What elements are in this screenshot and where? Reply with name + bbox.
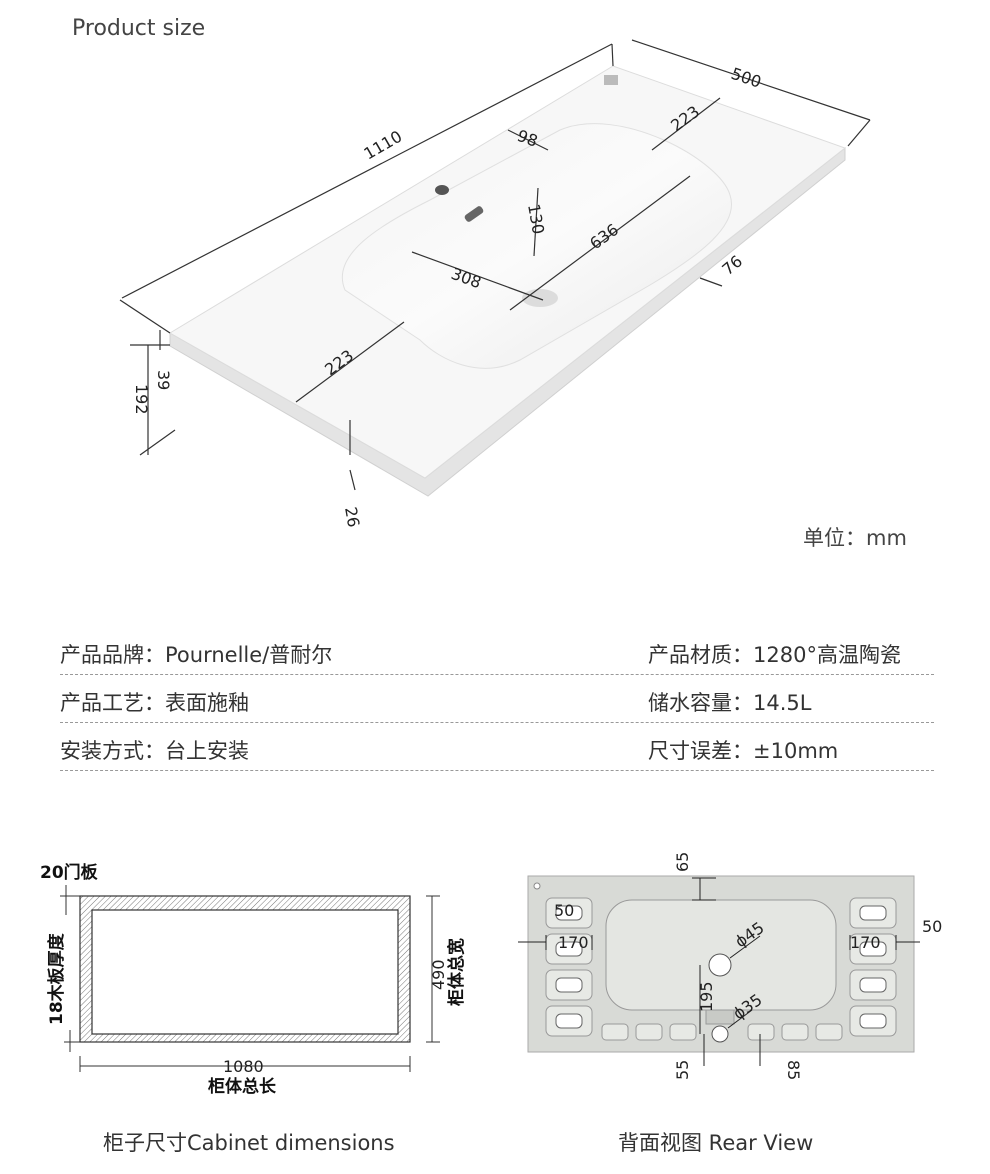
spec-material: 产品材质：1280°高温陶瓷 xyxy=(648,643,901,667)
door-label: 20门板 xyxy=(40,862,99,883)
faucet-hole xyxy=(435,185,449,195)
spec-install: 安装方式：台上安装 xyxy=(60,739,249,763)
spec-row: 安装方式：台上安装 尺寸误差：±10mm xyxy=(60,726,934,771)
rear-dim-50-right: 50 xyxy=(922,917,942,936)
rear-dim-85: 85 xyxy=(784,1060,803,1080)
spec-row: 产品品牌：Pournelle/普耐尔 产品材质：1280°高温陶瓷 xyxy=(60,630,934,675)
rear-marker xyxy=(533,882,541,890)
cabinet-length-label: 柜体总长 xyxy=(208,1076,277,1097)
rear-drain-hole xyxy=(711,1025,729,1043)
rear-dim-55: 55 xyxy=(673,1060,692,1080)
product-size-title: Product size xyxy=(72,16,206,41)
rear-dim-170-left: 170 xyxy=(558,933,589,952)
rear-overflow-hole xyxy=(708,953,732,977)
rear-dim-50-left: 50 xyxy=(554,901,574,920)
spec-row: 产品工艺：表面施釉 储水容量：14.5L xyxy=(60,678,934,723)
dim-192: 192 xyxy=(132,384,151,415)
cabinet-caption: 柜子尺寸Cabinet dimensions xyxy=(103,1131,395,1155)
rear-view-caption: 背面视图 Rear View xyxy=(618,1131,814,1155)
cabinet-width-label: 柜体总宽 xyxy=(446,938,467,1006)
logo-mark xyxy=(604,75,618,85)
overflow-slot xyxy=(464,206,484,222)
rear-dim-170-right: 170 xyxy=(850,933,881,952)
rear-dim-45: ϕ45 xyxy=(731,918,767,951)
rear-bowl xyxy=(605,899,837,1011)
cabinet-frame xyxy=(79,895,411,1043)
unit-label: 单位：mm xyxy=(803,526,907,550)
basin-drawing: 1110 500 636 308 223 223 98 130 76 39 19… xyxy=(119,39,871,529)
board-label: 18木板厚度 xyxy=(46,932,67,1025)
dim-1110: 1110 xyxy=(361,127,406,164)
cabinet-length-value: 1080 xyxy=(223,1057,264,1076)
spec-brand: 产品品牌：Pournelle/普耐尔 xyxy=(60,643,333,667)
rear-dim-35: ϕ35 xyxy=(729,990,765,1023)
rear-dim-65: 65 xyxy=(673,852,692,872)
rear-dim-195: 195 xyxy=(697,981,716,1012)
cabinet-inner xyxy=(91,909,399,1035)
drain-hole xyxy=(522,289,558,307)
cabinet-width-value: 490 xyxy=(429,959,448,990)
basin-bowl xyxy=(341,123,732,369)
spec-craft: 产品工艺：表面施釉 xyxy=(60,691,249,715)
dim-39: 39 xyxy=(154,370,173,390)
dim-500: 500 xyxy=(729,64,764,92)
dim-26: 26 xyxy=(341,505,363,528)
rear-panel xyxy=(527,875,915,1053)
spec-capacity: 储水容量：14.5L xyxy=(648,691,812,715)
spec-tolerance: 尺寸误差：±10mm xyxy=(648,739,839,763)
